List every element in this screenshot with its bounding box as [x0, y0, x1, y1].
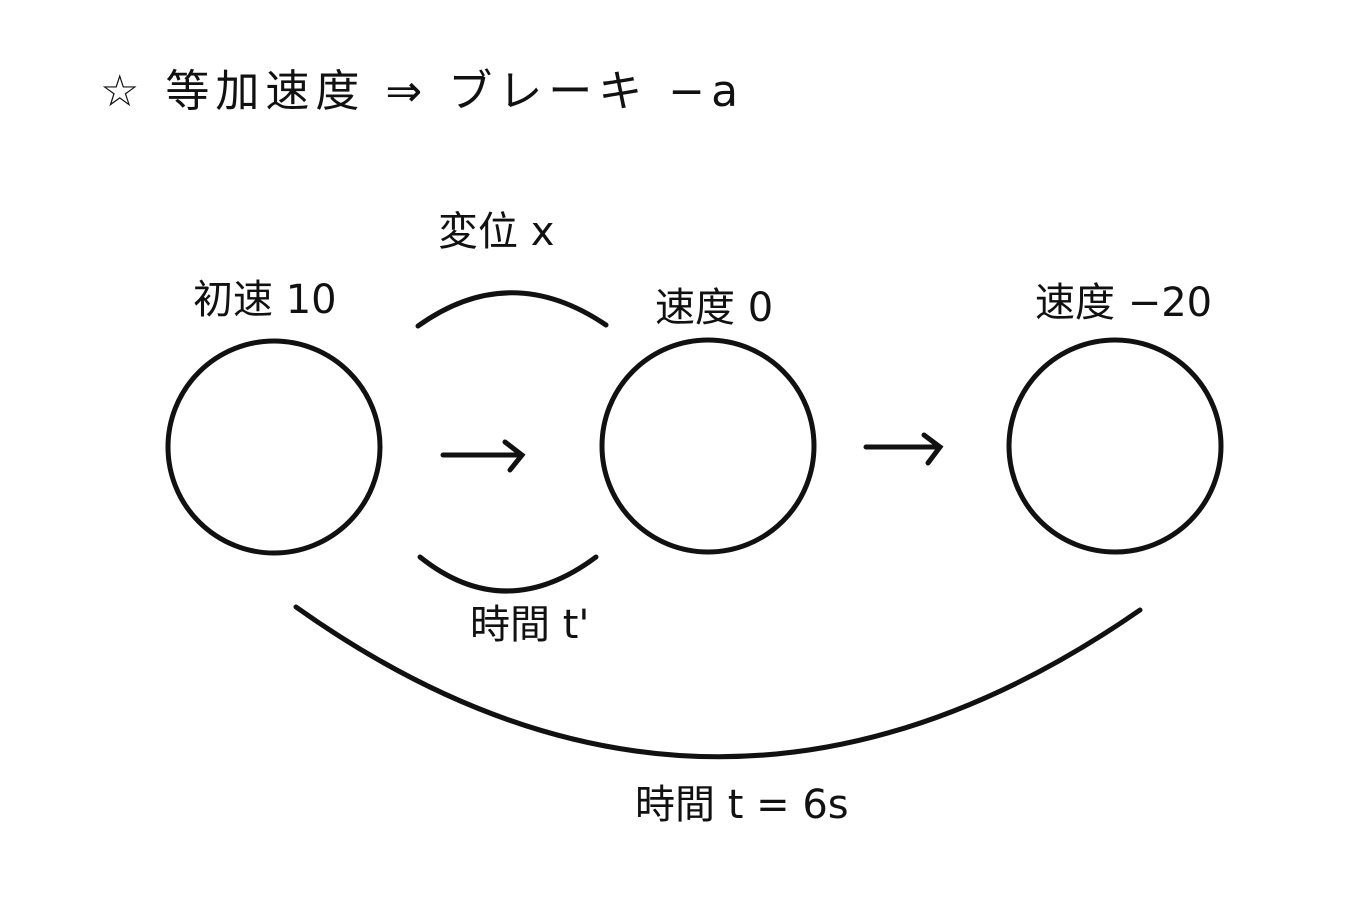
state-circle-stop — [599, 337, 817, 555]
arrow-icon — [863, 432, 944, 466]
displacement-arc — [415, 290, 609, 329]
label-time-total: 時間 t = 6s — [635, 782, 849, 828]
label-initial-velocity: 初速 10 — [193, 277, 337, 323]
page-title: ☆ 等加速度 ⇒ ブレーキ −a — [100, 66, 745, 117]
arrow-icon — [440, 439, 526, 473]
time-partial-arc — [417, 554, 599, 594]
time-total-arc — [293, 604, 1143, 760]
state-circle-final — [1006, 337, 1224, 555]
state-circle-initial — [165, 338, 383, 556]
label-displacement: 変位 x — [438, 209, 555, 255]
label-time-partial: 時間 t' — [470, 602, 590, 648]
label-velocity-zero: 速度 0 — [655, 285, 774, 331]
label-velocity-final: 速度 −20 — [1035, 280, 1213, 326]
